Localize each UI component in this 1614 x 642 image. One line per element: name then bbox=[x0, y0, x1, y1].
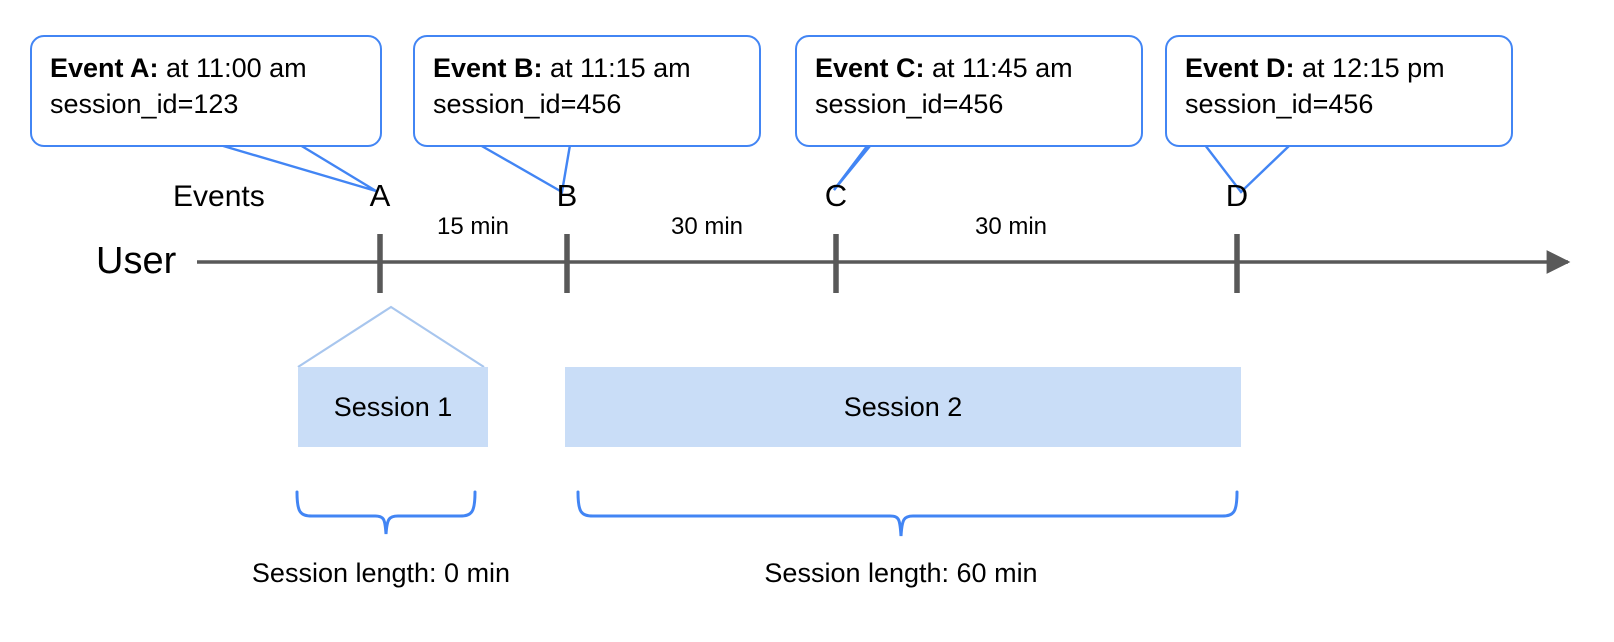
callout-event-a[interactable]: Event A: at 11:00 am session_id=123 bbox=[30, 35, 382, 147]
callout-d-line-1: Event D: at 12:15 pm bbox=[1185, 51, 1495, 87]
callout-b-title: Event B: bbox=[433, 53, 543, 83]
callout-c-line-1: Event C: at 11:45 am bbox=[815, 51, 1125, 87]
callout-event-c[interactable]: Event C: at 11:45 am session_id=456 bbox=[795, 35, 1143, 147]
event-letter-d: D bbox=[1225, 178, 1249, 213]
events-row-label: Events bbox=[173, 180, 265, 213]
session-box-1-label: Session 1 bbox=[333, 391, 453, 422]
callout-c-title: Event C: bbox=[815, 53, 925, 83]
callout-event-b[interactable]: Event B: at 11:15 am session_id=456 bbox=[413, 35, 761, 147]
callout-b-session: session_id=456 bbox=[433, 88, 622, 119]
event-letter-b: B bbox=[556, 178, 578, 213]
callout-c-session: session_id=456 bbox=[815, 88, 1004, 119]
user-row-label: User bbox=[96, 240, 177, 282]
callout-a-title: Event A: bbox=[50, 53, 159, 83]
session-2-length-label: Session length: 60 min bbox=[764, 558, 1038, 588]
session-2-brace bbox=[576, 490, 1239, 537]
callout-tail-c bbox=[833, 143, 960, 191]
session-1-brace bbox=[295, 490, 477, 535]
callout-d-session: session_id=456 bbox=[1185, 88, 1374, 119]
callout-event-d[interactable]: Event D: at 12:15 pm session_id=456 bbox=[1165, 35, 1513, 147]
session-1-tent-connector bbox=[297, 305, 485, 368]
callout-a-time: at 11:00 am bbox=[158, 53, 307, 83]
callout-a-line-1: Event A: at 11:00 am bbox=[50, 51, 364, 87]
session-1-length-label: Session length: 0 min bbox=[251, 558, 511, 588]
session-box-1[interactable]: Session 1 bbox=[298, 367, 488, 447]
callout-d-time: at 12:15 pm bbox=[1294, 53, 1445, 83]
gap-label-b-c: 30 min bbox=[670, 213, 744, 240]
callout-a-session: session_id=123 bbox=[50, 88, 239, 119]
callout-b-line-1: Event B: at 11:15 am bbox=[433, 51, 743, 87]
callout-d-title: Event D: bbox=[1185, 53, 1295, 83]
session-box-2-label: Session 2 bbox=[843, 391, 963, 422]
session-box-2[interactable]: Session 2 bbox=[565, 367, 1241, 447]
callout-c-time: at 11:45 am bbox=[924, 53, 1073, 83]
gap-label-c-d: 30 min bbox=[974, 213, 1048, 240]
callout-b-time: at 11:15 am bbox=[542, 53, 691, 83]
event-letter-a: A bbox=[369, 178, 391, 213]
gap-label-a-b: 15 min bbox=[436, 213, 510, 240]
event-letter-c: C bbox=[824, 178, 848, 213]
